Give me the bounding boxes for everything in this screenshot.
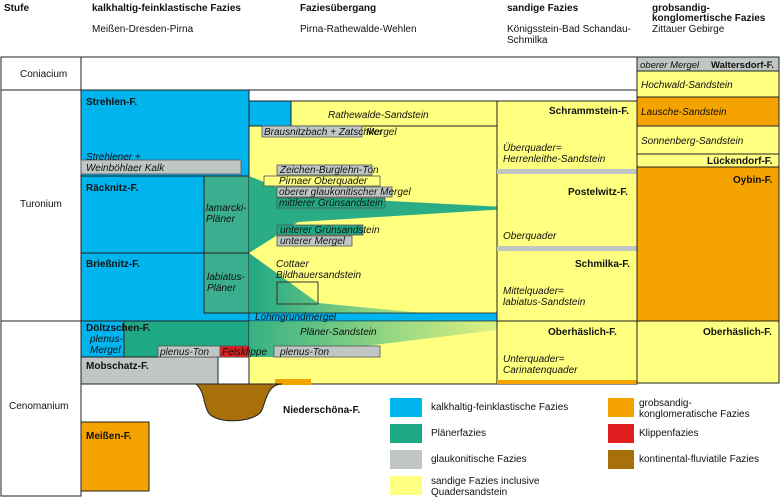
- niederschoena-channel: [194, 383, 283, 422]
- label-oberhaeslich-4: Oberhäslich-F.: [703, 327, 772, 338]
- header-col1-sub: Meißen-Dresden-Pirna: [92, 24, 194, 35]
- stage-box-turonium: [0, 89, 82, 322]
- legend-swatch-kontinental: [608, 450, 634, 469]
- label-rathewalde: Rathewalde-Sandstein: [328, 110, 429, 121]
- header-col4-title-1: grobsandig-: [652, 3, 710, 14]
- label-meissen: Meißen-F.: [86, 431, 132, 442]
- label-cottaer-1: Cottaer: [276, 259, 309, 270]
- oberhaeslich-4-box: [636, 320, 780, 384]
- label-strehlener-1: Strehlener +: [86, 152, 141, 163]
- label-hochwald: Hochwald-Sandstein: [641, 80, 733, 91]
- legend-label-grob-2: konglomeratische Fazies: [639, 409, 750, 420]
- header-col2-sub: Pirna-Rathewalde-Wehlen: [300, 24, 417, 35]
- label-lamarcki-2: Pläner: [206, 214, 235, 225]
- label-ueberquader-1: Überquader=: [503, 143, 562, 154]
- stage-box-coniacium: [0, 56, 82, 91]
- legend-swatch-plaener: [390, 424, 422, 443]
- mobschatz-box: [80, 356, 219, 385]
- label-lueckendorf: Lückendorf-F.: [707, 156, 773, 167]
- label-mittlerer: mittlerer Grünsandstein: [279, 198, 383, 209]
- label-labiatus-1: labiatus-: [207, 272, 245, 283]
- legend-label-glauk: glaukonitische Fazies: [431, 454, 527, 465]
- legend-label-sandig-2: Quadersandstein: [431, 487, 508, 498]
- legend-label-kontinental: kontinental-fluviatile Fazies: [639, 454, 760, 465]
- label-unterquader-2: Carinatenquader: [503, 365, 578, 376]
- label-schmilka: Schmilka-F.: [575, 259, 631, 270]
- label-ueberquader-2: Herrenleithe-Sandstein: [503, 154, 606, 165]
- label-schrammstein: Schrammstein-F.: [549, 106, 630, 117]
- label-strehlen: Strehlen-F.: [86, 97, 138, 108]
- label-niederschoena: Niederschöna-F.: [283, 405, 361, 416]
- label-lohmgrund: Lohmgrundmergel: [255, 312, 337, 323]
- lamarcki-wedge: [249, 176, 522, 253]
- header-col3-sub-2: Schmilka: [507, 35, 548, 46]
- label-doeltzschen: Döltzschen-F.: [86, 323, 151, 334]
- stage-coniacium: Coniacium: [20, 69, 68, 80]
- header-col3-sub-1: Königsstein-Bad Schandau-: [507, 24, 631, 35]
- label-plenus-ton-2: plenus-Ton: [280, 347, 330, 358]
- label-mittelquader-2: labiatus-Sandstein: [503, 297, 586, 308]
- label-strehlener-2: Weinböhlaer Kalk: [86, 163, 165, 174]
- label-pirnaer: Pirnaer Oberquader: [279, 176, 368, 187]
- label-lausche: Lausche-Sandstein: [641, 107, 727, 118]
- header-col4-title-2: konglomertische Fazies: [652, 13, 766, 24]
- stage-box-cenomanium: [0, 320, 82, 497]
- header-col1-title: kalkhaltig-feinklastische Fazies: [92, 3, 241, 14]
- label-oybin: Oybin-F.: [733, 175, 773, 186]
- legend-label-klippen: Klippenfazies: [639, 428, 699, 439]
- label-unterer-gruen: unterer Grünsandstein: [280, 225, 380, 236]
- label-waltersdorf: Waltersdorf-F.: [711, 60, 774, 71]
- label-labiatus-2: Pläner: [207, 283, 236, 294]
- header-col4-sub: Zittauer Gebirge: [652, 24, 725, 35]
- legend-swatch-glauk: [390, 450, 422, 469]
- stage-turonium: Turonium: [20, 199, 62, 210]
- label-unterquader-1: Unterquader=: [503, 354, 565, 365]
- label-lamarcki-1: lamarcki-: [206, 203, 247, 214]
- label-plenus-2: Mergel: [90, 345, 121, 356]
- label-mittelquader-1: Mittelquader=: [503, 286, 564, 297]
- label-oberquader: Oberquader: [503, 231, 557, 242]
- label-mergel: Mergel: [366, 127, 397, 138]
- label-sonnenberg: Sonnenberg-Sandstein: [641, 136, 744, 147]
- stage-cenomanium: Cenomanium: [9, 401, 69, 412]
- label-zeichen: Zeichen-Burglehn-Ton: [280, 165, 379, 176]
- legend-label-plaener: Plänerfazies: [431, 428, 487, 439]
- sandig-column: [496, 100, 638, 385]
- label-postelwitz: Postelwitz-F.: [568, 187, 629, 198]
- header-col2-title: Faziesübergang: [300, 3, 377, 14]
- label-unterer-mergel: unterer Mergel: [280, 236, 346, 247]
- label-oberhaeslich-3: Oberhäslich-F.: [548, 327, 617, 338]
- legend-label-sandig-1: sandige Fazies inclusive: [431, 476, 540, 487]
- legend-swatch-grob: [608, 398, 634, 417]
- meissen-box: [80, 421, 150, 492]
- legend-label-kalk: kalkhaltig-feinklastische Fazies: [431, 402, 569, 413]
- header-col3-title: sandige Fazies: [507, 3, 579, 14]
- label-felsklippe: Felsklippe: [222, 347, 268, 358]
- labiatus-wedge: [249, 253, 497, 320]
- legend-swatch-sandig: [390, 476, 422, 495]
- label-plenus-1: plenus-: [90, 334, 123, 345]
- legend-label-grob-1: grobsandig-: [639, 398, 692, 409]
- label-brausnitz: Brausnitzbach + Zatschker: [264, 127, 383, 138]
- label-mobschatz: Mobschatz-F.: [86, 361, 149, 372]
- legend-swatch-klippen: [608, 424, 634, 443]
- label-cottaer-2: Bildhauersandstein: [276, 270, 362, 281]
- label-obere-glauk: oberer glaukonitischer Mergel: [279, 187, 411, 198]
- header-stufe: Stufe: [4, 3, 29, 14]
- label-oberer-mergel: oberer Mergel: [640, 60, 700, 71]
- label-plenus-ton-1: plenus-Ton: [160, 347, 210, 358]
- label-raecknitz: Räcknitz-F.: [86, 183, 139, 194]
- label-briessnitz: Brießnitz-F.: [86, 259, 140, 270]
- oybin-box: [636, 166, 780, 322]
- legend-swatch-kalk: [390, 398, 422, 417]
- weinboehlaer-kalk-box: [80, 159, 242, 175]
- label-plaener-sandstein: Pläner-Sandstein: [300, 327, 377, 338]
